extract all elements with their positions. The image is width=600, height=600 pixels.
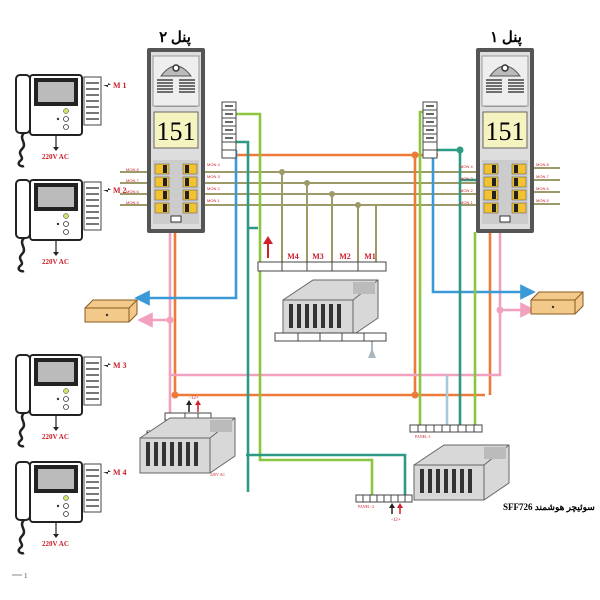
mon-label: MON 4 <box>207 162 220 167</box>
mon-label: MON 3 <box>207 174 220 179</box>
panel-1-display: 151 <box>486 117 525 146</box>
switcher-output-m4: M4 <box>287 252 299 261</box>
switcher-output-m3: M3 <box>312 252 324 261</box>
monitor-1-power: 220V AC <box>42 153 69 161</box>
mon-label: MON 2 <box>460 188 473 193</box>
monitor-3-power: 220V AC <box>42 433 69 441</box>
power-supply-output: -12+ <box>189 396 199 401</box>
mon-label: MON 5 <box>536 198 549 203</box>
panel-1-terminal-strip <box>422 101 438 159</box>
panel-1-mon-labels: MON 4 MON 3 MON 2 MON 1 MON 8 MON 7 MON … <box>460 162 549 205</box>
panel-1-title: پنل ۱ <box>490 30 522 47</box>
panel-2-title: پنل ۲ <box>159 30 191 47</box>
panel-1-port-label: PANEL-1 <box>415 434 431 439</box>
panel-2-terminal-strip <box>221 101 237 159</box>
footnote: 1 <box>24 572 28 580</box>
mon-bus-lines <box>120 167 560 262</box>
monitor-2-power: 220V AC <box>42 258 69 266</box>
smart-switcher-label: سوئیچر هوشمند SFF726 <box>503 502 595 513</box>
mon-label: MON 5 <box>126 200 139 205</box>
mon-label: MON 6 <box>536 186 549 191</box>
switcher-output-m1: M1 <box>364 252 376 261</box>
monitor-4-power: 220V AC <box>42 540 69 548</box>
mon-label: MON 8 <box>536 162 549 167</box>
monitor-1-label: M 1 <box>113 81 127 90</box>
panel-2-display: 151 <box>157 117 196 146</box>
panel-2-mon-labels: MON 8 MON 7 MON 6 MON 5 MON 4 MON 3 MON … <box>126 162 220 205</box>
door-lock-right <box>530 291 584 315</box>
mon-label: MON 7 <box>536 174 549 179</box>
mon-label: MON 3 <box>460 176 473 181</box>
smart-switcher-sff726: PANEL-1 PANEL-2 -12+ سوئیچر هوشمند SFF72… <box>355 424 595 523</box>
door-lock-left <box>84 299 138 323</box>
panel-2-port-label: PANEL-2 <box>358 504 374 509</box>
mon-label: MON 1 <box>460 200 473 205</box>
power-supply-sff730: -12+ SFF730 220V AC <box>138 396 237 477</box>
monitor-4-label: M 4 <box>113 468 127 477</box>
mon-label: MON 4 <box>460 164 473 169</box>
power-supply-input: 220V AC <box>210 472 225 477</box>
wires <box>120 110 560 497</box>
mon-label: MON 1 <box>207 198 220 203</box>
mon-label: MON 7 <box>126 178 139 183</box>
mon-label: MON 2 <box>207 186 220 191</box>
monitor-2-label: M 2 <box>113 186 127 195</box>
smart-switcher-power: -12+ <box>391 518 401 523</box>
mon-label: MON 8 <box>126 167 139 172</box>
switcher-output-m2: M2 <box>339 252 351 261</box>
junction-dots <box>166 146 504 399</box>
monitor-3-label: M 3 <box>113 361 127 370</box>
mon-label: MON 6 <box>126 189 139 194</box>
monitor-switcher: M4 M3 M2 M1 <box>257 236 387 358</box>
